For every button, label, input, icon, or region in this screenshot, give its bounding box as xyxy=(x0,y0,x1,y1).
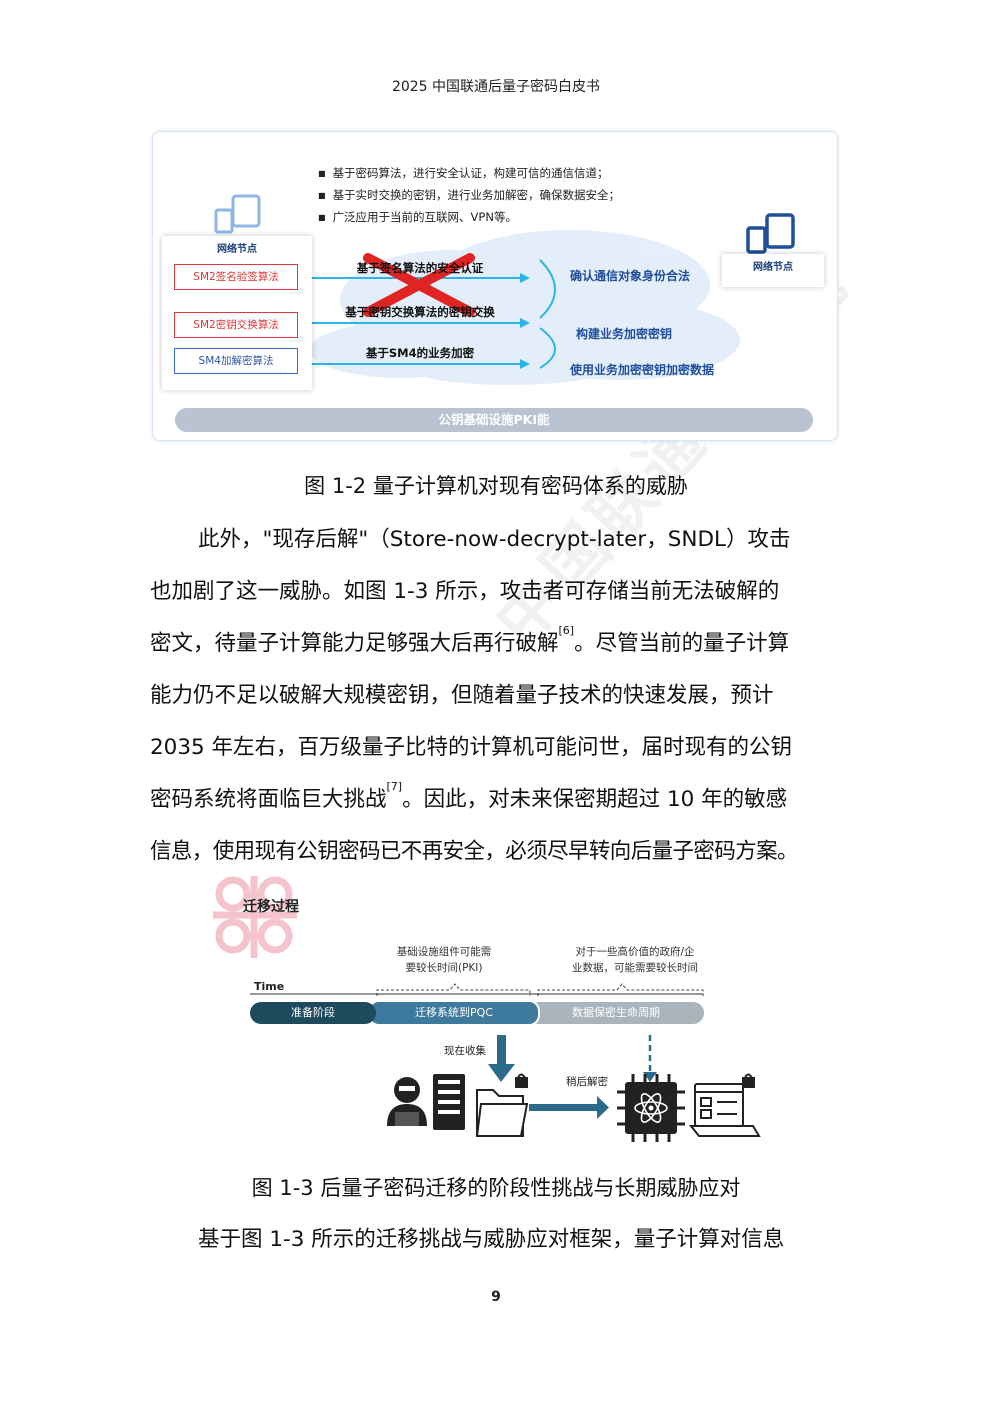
result-identity: 确认通信对象身份合法 xyxy=(570,269,691,283)
bullet-2: 基于实时交换的密钥，进行业务加解密，确保数据安全； xyxy=(318,187,621,203)
left-network-node: 网络节点 SM2签名验签算法 SM2密钥交换算法 SM4加解密算法 xyxy=(162,236,312,390)
right-network-node: 网络节点 xyxy=(722,254,824,287)
quantum-chip-icon xyxy=(617,1074,685,1142)
device-icon-right xyxy=(746,213,795,254)
cross-icon xyxy=(363,253,475,317)
stage-data-lifecycle: 数据保密生命周期 xyxy=(528,1002,704,1024)
para-line-3-tail: 。尽管当前的量子计算 xyxy=(574,631,790,656)
bullet-1: 基于密码算法，进行安全认证，构建可信的通信信道； xyxy=(318,165,609,181)
arrow-label-keyex: 基于密钥交换算法的密钥交换 xyxy=(345,305,495,319)
stage-preparation: 准备阶段 xyxy=(250,1002,376,1024)
para-line-3: 密文，待量子计算能力足够强大后再行破解[6]。尽管当前的量子计算 xyxy=(150,624,842,657)
para2-line-1: 基于图 1-3 所示的迁移挑战与威胁应对框架，量子计算对信息 xyxy=(198,1227,785,1252)
curve-2 xyxy=(539,327,556,369)
para-line-6-tail: 。因此，对未来保密期超过 10 年的敏感 xyxy=(402,787,788,812)
para-line-3-text: 密文，待量子计算能力足够强大后再行破解 xyxy=(150,631,559,656)
server-icon xyxy=(433,1074,465,1130)
algo-sm2-sign: SM2签名验签算法 xyxy=(174,264,298,290)
para-line-4: 能力仍不足以破解大规模密钥，但随着量子技术的快速发展，预计 xyxy=(150,683,774,708)
note-high-value-data: 对于一些高价值的政府/企 业数据，可能需要较长时间 xyxy=(552,944,718,976)
left-node-title: 网络节点 xyxy=(217,244,257,255)
bullet-3: 广泛应用于当前的互联网、VPN等。 xyxy=(318,209,517,225)
para-line-6: 密码系统将面临巨大挑战[7]。因此，对未来保密期超过 10 年的敏感 xyxy=(150,780,842,813)
result-key: 构建业务加密密钥 xyxy=(576,327,673,341)
arrow-label-enc: 基于SM4的业务加密 xyxy=(365,346,475,360)
page-number: 9 xyxy=(491,1289,501,1305)
para-line-5: 2035 年左右，百万级量子比特的计算机可能问世，届时现有的公钥 xyxy=(150,735,793,760)
hacker-icon xyxy=(387,1077,427,1126)
decrypt-later-label: 稍后解密 xyxy=(566,1076,608,1088)
note-infra-line-2: 要较长时间(PKI) xyxy=(405,962,483,974)
ref-7: [7] xyxy=(386,780,403,793)
collect-arrow xyxy=(488,1064,515,1082)
result-encrypt: 使用业务加密密钥加密数据 xyxy=(570,363,715,377)
time-label: Time xyxy=(254,980,285,993)
cloud-arrows-graphic xyxy=(214,194,795,385)
folder-lock-icon xyxy=(475,1073,529,1137)
decrypt-arrow xyxy=(597,1096,609,1119)
para-line-7: 信息，使用现有公钥密码已不再安全，必须尽早转向后量子密码方案。 xyxy=(150,839,799,864)
curve-1 xyxy=(539,259,556,319)
stage-migrate-pqc: 迁移系统到PQC xyxy=(368,1000,540,1026)
note-data-line-2: 业数据，可能需要较长时间 xyxy=(572,962,698,974)
device-icon-left xyxy=(214,194,261,234)
locked-document-icon xyxy=(688,1073,761,1137)
ref-6: [6] xyxy=(558,624,575,637)
algo-sm4: SM4加解密算法 xyxy=(174,348,298,374)
caption-fig-1-3: 图 1-3 后量子密码迁移的阶段性挑战与长期威胁应对 xyxy=(251,1176,741,1200)
collect-now-label: 现在收集 xyxy=(444,1045,486,1057)
note-infrastructure: 基础设施组件可能需 要较长时间(PKI) xyxy=(382,944,506,976)
unicom-logo-icon xyxy=(213,876,297,958)
figure-1-3-graphic xyxy=(213,876,761,1142)
para-line-6-text: 密码系统将面临巨大挑战 xyxy=(150,787,387,812)
caption-fig-1-2: 图 1-2 量子计算机对现有密码体系的威胁 xyxy=(304,474,688,498)
note-infra-line-1: 基础设施组件可能需 xyxy=(396,946,492,958)
arrow-label-auth: 基于签名算法的安全认证 xyxy=(356,261,484,275)
para-line-2: 也加剧了这一威胁。如图 1-3 所示，攻击者可存储当前无法破解的 xyxy=(150,579,780,604)
algo-sm2-keyex: SM2密钥交换算法 xyxy=(174,312,298,338)
page-header: 2025 中国联通后量子密码白皮书 xyxy=(391,79,601,95)
para-line-1: 此外，"现存后解"（Store-now-decrypt-later，SNDL）攻… xyxy=(198,527,791,552)
pki-bar: 公钥基础设施PKI能 xyxy=(175,408,813,432)
migration-title: 迁移过程 xyxy=(243,899,299,915)
note-data-line-1: 对于一些高价值的政府/企 xyxy=(575,946,695,958)
